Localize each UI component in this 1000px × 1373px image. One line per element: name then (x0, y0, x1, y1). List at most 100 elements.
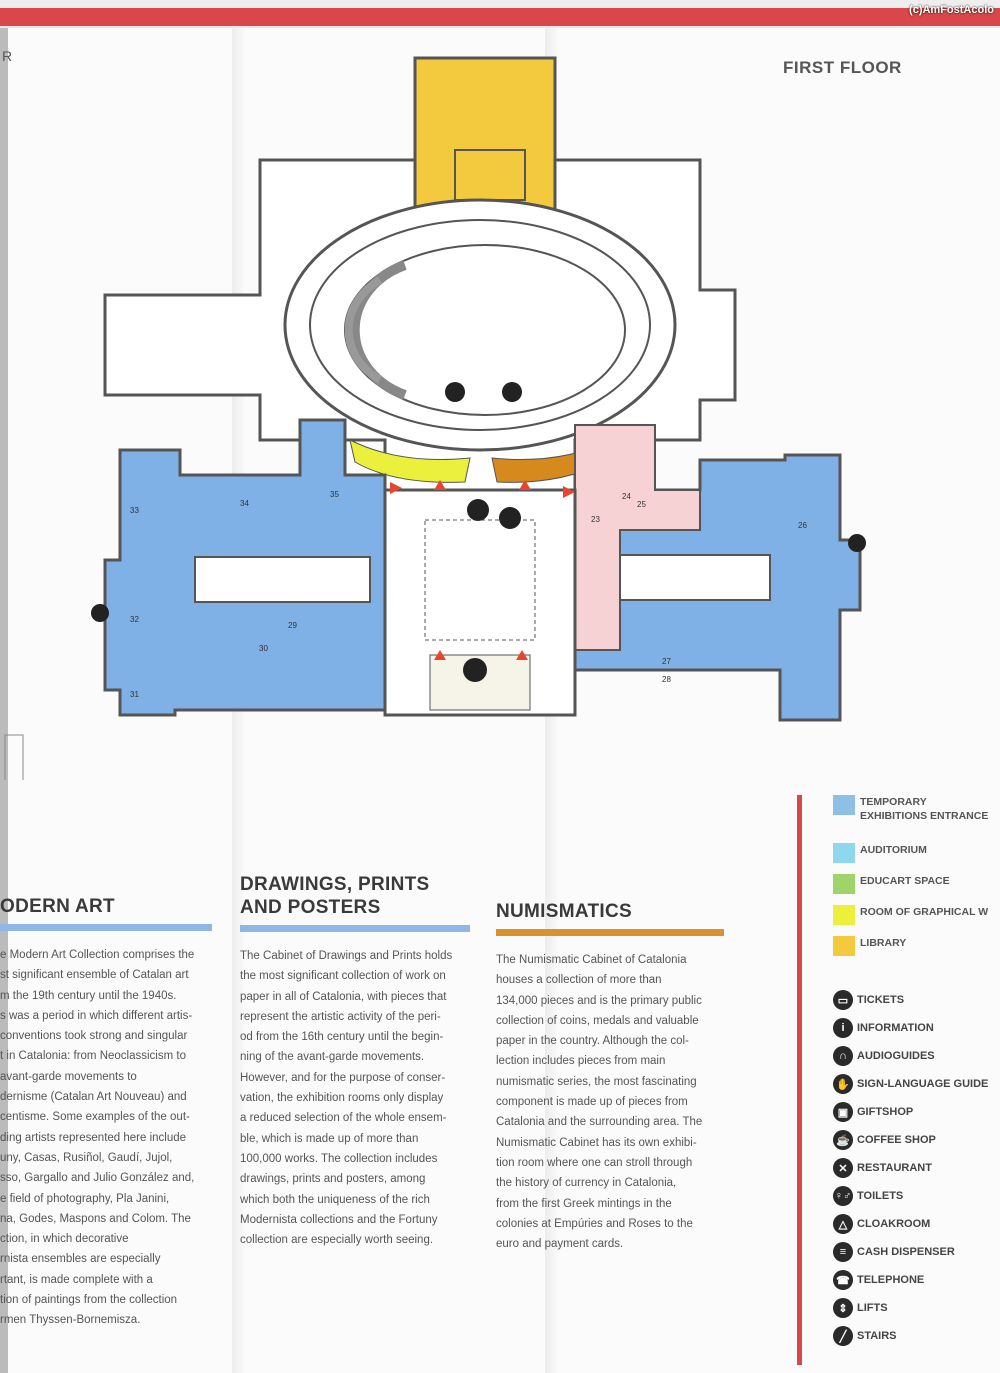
legend-graphical: ROOM OF GRAPHICAL W (833, 905, 1000, 925)
legend-label: EDUCART SPACE (860, 875, 950, 887)
section-drawings-prints-posters: DRAWINGS, PRINTS AND POSTERS The Cabinet… (240, 873, 470, 1250)
section-title: NUMISMATICS (496, 901, 632, 922)
legend-service: ☎ TELEPHONE (833, 1266, 1000, 1294)
legend-label: ROOM OF GRAPHICAL W (860, 906, 989, 918)
room-number: 27 (662, 657, 671, 666)
room-number: 25 (637, 500, 646, 509)
hand-icon: ✋ (833, 1074, 853, 1094)
legend-label: TICKETS (857, 994, 905, 1006)
edge-plan-fragment (4, 734, 24, 780)
legend-divider (797, 795, 802, 1365)
restaurant-icon (463, 658, 487, 682)
lift-icon (502, 382, 522, 402)
page-edge-letter: R (2, 48, 13, 64)
legend-service: ╱ STAIRS (833, 1322, 1000, 1350)
floor-title: FIRST FLOOR (783, 58, 902, 77)
legend-service: ✋ SIGN-LANGUAGE GUIDE (833, 1070, 1000, 1098)
telephone-icon: ☎ (833, 1270, 853, 1290)
legend-service: △ CLOAKROOM (833, 1210, 1000, 1238)
legend-label: COFFEE SHOP (857, 1134, 936, 1146)
swatch (833, 905, 855, 925)
room-number: 28 (662, 675, 671, 684)
legend-label: AUDIOGUIDES (857, 1050, 935, 1062)
legend-label: GIFTSHOP (857, 1106, 914, 1118)
room-number: 32 (130, 615, 139, 624)
room-number: 24 (622, 492, 631, 501)
room-number: 26 (798, 521, 807, 530)
toilets-icon (848, 534, 866, 552)
graphical-works-room (349, 439, 471, 483)
auditorium-seating (349, 260, 407, 400)
gift-icon: ▣ (833, 1102, 853, 1122)
legend-temporary: TEMPORARY EXHIBITIONS ENTRANCE (833, 795, 1000, 831)
section-body: The Numismatic Cabinet of Catalonia hous… (496, 954, 703, 1251)
room-number: 34 (240, 499, 249, 508)
legend-auditorium: AUDITORIUM (833, 843, 1000, 863)
top-red-band (0, 0, 1000, 28)
toilets-icon: ♀♂ (833, 1186, 853, 1206)
lift-icon: ⇕ (833, 1298, 853, 1318)
legend-service: i INFORMATION (833, 1014, 1000, 1042)
swatch (833, 795, 855, 815)
stairs-icon (499, 507, 521, 529)
information-icon (467, 499, 489, 521)
swatch (833, 843, 855, 863)
legend-library: LIBRARY (833, 936, 1000, 956)
legend-label: CASH DISPENSER (857, 1246, 955, 1258)
legend-label: RESTAURANT (857, 1162, 932, 1174)
swatch (833, 936, 855, 956)
toilets-icon (91, 604, 109, 622)
legend-label: TELEPHONE (857, 1274, 925, 1286)
section-body: The Cabinet of Drawings and Prints holds… (240, 950, 453, 1247)
watermark: (c)AmFostAcolo (909, 4, 994, 16)
cash-icon: ≡ (833, 1242, 853, 1262)
room-number: 29 (288, 621, 297, 630)
legend-service: ▣ GIFTSHOP (833, 1098, 1000, 1126)
legend-service: ✕ RESTAURANT (833, 1154, 1000, 1182)
room-number: 31 (130, 690, 139, 699)
coffee-icon: ☕ (833, 1130, 853, 1150)
legend-label: INFORMATION (857, 1022, 934, 1034)
floor-plan: 33 34 35 32 29 30 31 23 24 25 26 27 28 (4, 56, 866, 780)
information-icon: i (833, 1018, 853, 1038)
hanger-icon: △ (833, 1214, 853, 1234)
section-rule (496, 929, 724, 936)
room-number: 33 (130, 506, 139, 515)
legend-service: ≡ CASH DISPENSER (833, 1238, 1000, 1266)
legend-service: ☕ COFFEE SHOP (833, 1126, 1000, 1154)
room-number: 30 (259, 644, 268, 653)
legend-label: CLOAKROOM (857, 1218, 931, 1230)
section-title: DRAWINGS, PRINTS AND POSTERS (240, 874, 430, 918)
swatch (833, 874, 855, 894)
legend-label: LIFTS (857, 1302, 888, 1314)
stairs-icon: ╱ (833, 1326, 853, 1346)
section-modern-art: ODERN ART e Modern Art Collection compri… (0, 895, 212, 1331)
legend-label: TEMPORARY EXHIBITIONS ENTRANCE (860, 796, 989, 822)
legend-label: AUDITORIUM (860, 844, 927, 856)
headphones-icon: ∩ (833, 1046, 853, 1066)
section-rule (240, 925, 470, 932)
legend-service: ∩ AUDIOGUIDES (833, 1042, 1000, 1070)
legend-educart: EDUCART SPACE (833, 874, 1000, 894)
legend-services: ▭ TICKETS i INFORMATION ∩ AUDIOGUIDES ✋ SIGN-LA… (833, 986, 1000, 1350)
room-labels: 33 34 35 32 29 30 31 23 24 25 26 27 28 (130, 490, 807, 699)
drawings-rooms (574, 424, 701, 651)
page-edge (0, 28, 8, 1373)
room-number: 23 (591, 515, 600, 524)
legend-label: LIBRARY (860, 937, 907, 949)
section-rule (0, 924, 212, 931)
legend-label: SIGN-LANGUAGE GUIDE (857, 1078, 989, 1090)
entrance-arrows (390, 480, 575, 660)
legend-service: ⇕ LIFTS (833, 1294, 1000, 1322)
legend-label: STAIRS (857, 1330, 897, 1342)
section-title: ODERN ART (0, 896, 115, 917)
legend-service: ▭ TICKETS (833, 986, 1000, 1014)
room-number: 35 (330, 490, 339, 499)
section-body: e Modern Art Collection comprises the st… (0, 949, 195, 1327)
ticket-icon: ▭ (833, 990, 853, 1010)
restaurant-icon: ✕ (833, 1158, 853, 1178)
legend-label: TOILETS (857, 1190, 904, 1202)
lift-icon (445, 382, 465, 402)
legend: TEMPORARY EXHIBITIONS ENTRANCE AUDITORIU… (833, 795, 1000, 1350)
legend-service: ♀♂ TOILETS (833, 1182, 1000, 1210)
